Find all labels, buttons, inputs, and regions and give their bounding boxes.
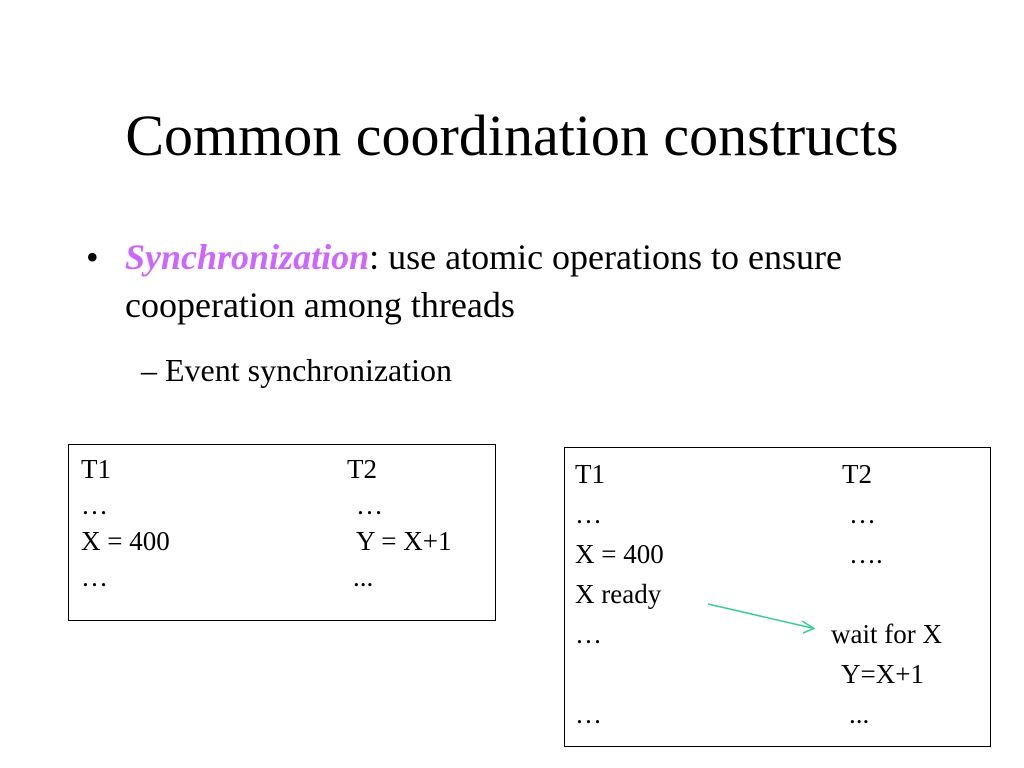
bullet-text: Synchronization: use atomic operations t… [125,233,945,329]
right-box-t1-line: … [575,499,602,529]
left-box-t1-header: T1 [81,454,111,484]
code-box-without-sync: T1 … X = 400 … T2 … Y = X+1 ... [68,444,496,621]
left-box-t1-line: … [81,562,108,592]
bullet-marker: • [86,237,99,277]
left-box-t2-line: ... [353,562,374,592]
left-box-t2-header: T2 [347,454,377,484]
slide-title: Common coordination constructs [125,103,899,168]
sub-bullet-event-synchronization: – Event synchronization [141,352,453,388]
right-box-t2-line: … [849,499,876,529]
left-box-t2-line: … [356,490,383,520]
bullet-term: Synchronization [125,237,370,277]
right-box-t1-ready: X ready [575,579,662,609]
left-box-t1-line: X = 400 [81,526,170,556]
right-box-t1-line: X = 400 [575,539,664,569]
right-box-t2-line: …. [849,539,883,569]
right-box-t2-line: ... [849,699,870,729]
right-box-t2-wait: wait for X [831,619,942,649]
code-box-with-sync: T1 … X = 400 X ready … … T2 … …. wait fo… [564,447,991,747]
right-box-t2-header: T2 [842,459,872,489]
right-box-t1-line: … [575,699,602,729]
left-box-t1-line: … [81,490,108,520]
right-box-t1-header: T1 [575,459,605,489]
bullet-description: : use atomic operations to ensure cooper… [125,237,842,325]
right-box-t2-line: Y=X+1 [841,659,924,689]
right-box-t1-line: … [575,619,602,649]
left-box-t2-line: Y = X+1 [356,526,452,556]
